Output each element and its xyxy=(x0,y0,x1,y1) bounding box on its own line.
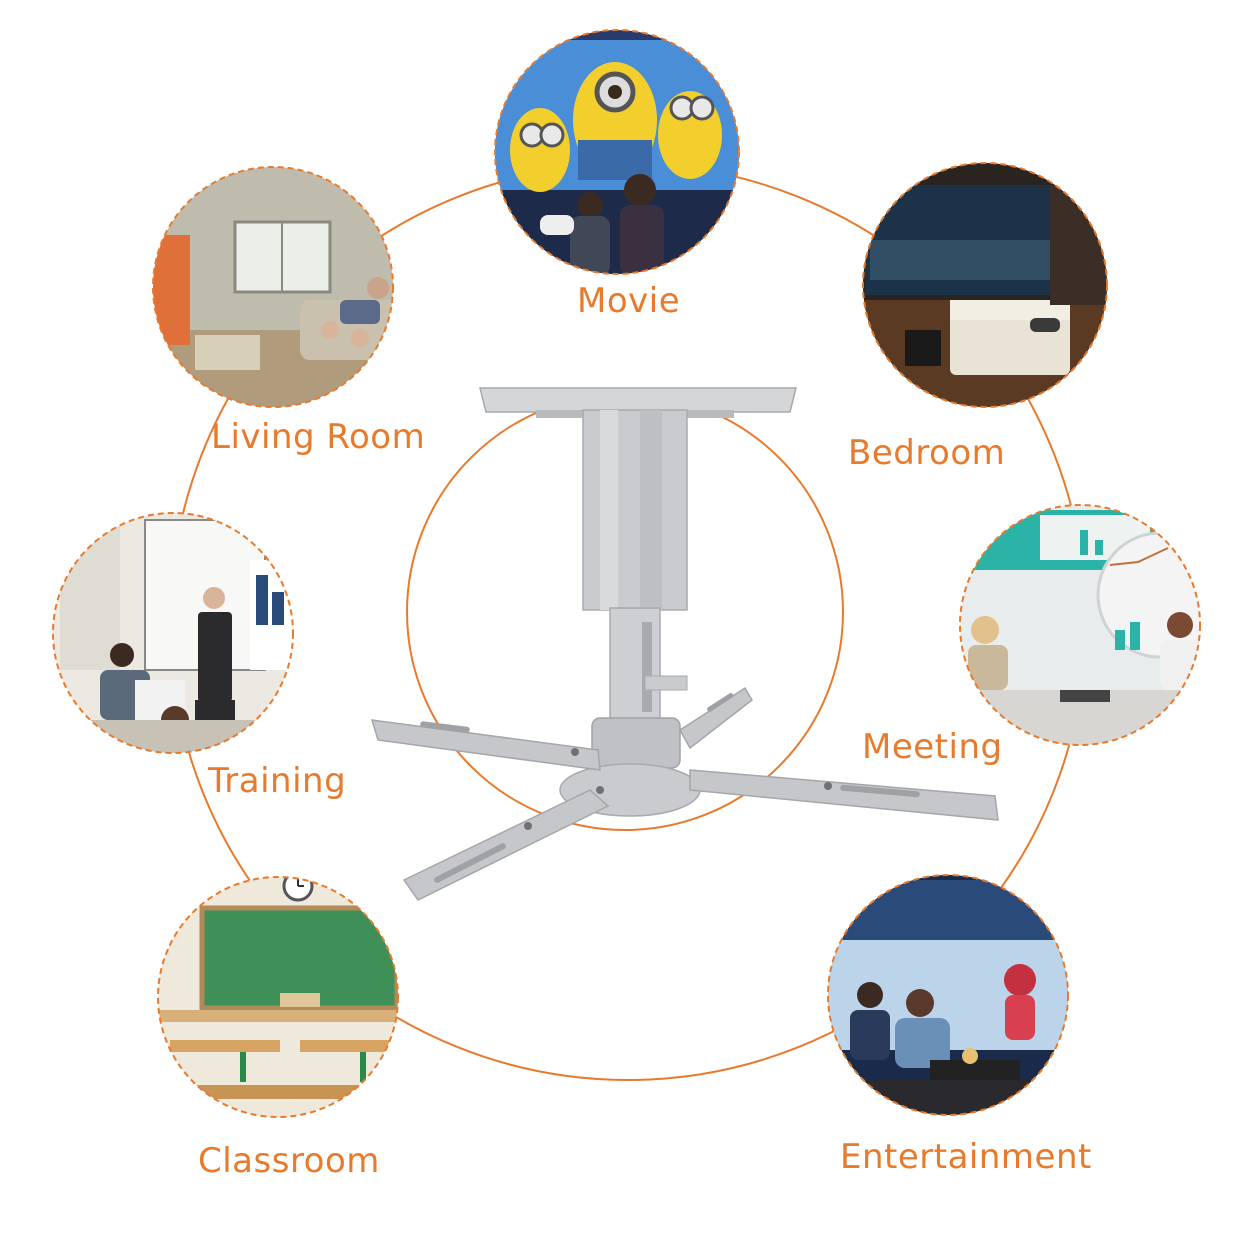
scene-living-room-image xyxy=(152,166,394,408)
label-training: Training xyxy=(208,761,347,801)
label-entertainment: Entertainment xyxy=(840,1137,1092,1177)
projector-ceiling-mount-icon xyxy=(370,387,999,901)
scene-movie-image xyxy=(494,29,740,275)
label-meeting: Meeting xyxy=(862,727,1003,767)
scene-meeting-image xyxy=(959,504,1201,746)
scene-entertainment-image xyxy=(827,874,1069,1116)
label-classroom: Classroom xyxy=(198,1141,380,1181)
label-bedroom: Bedroom xyxy=(848,433,1006,473)
scene-bedroom-image xyxy=(862,162,1108,408)
scene-training-image xyxy=(52,512,294,754)
label-movie: Movie xyxy=(577,281,681,321)
scene-classroom-image xyxy=(157,876,399,1118)
label-living-room: Living Room xyxy=(211,417,426,457)
